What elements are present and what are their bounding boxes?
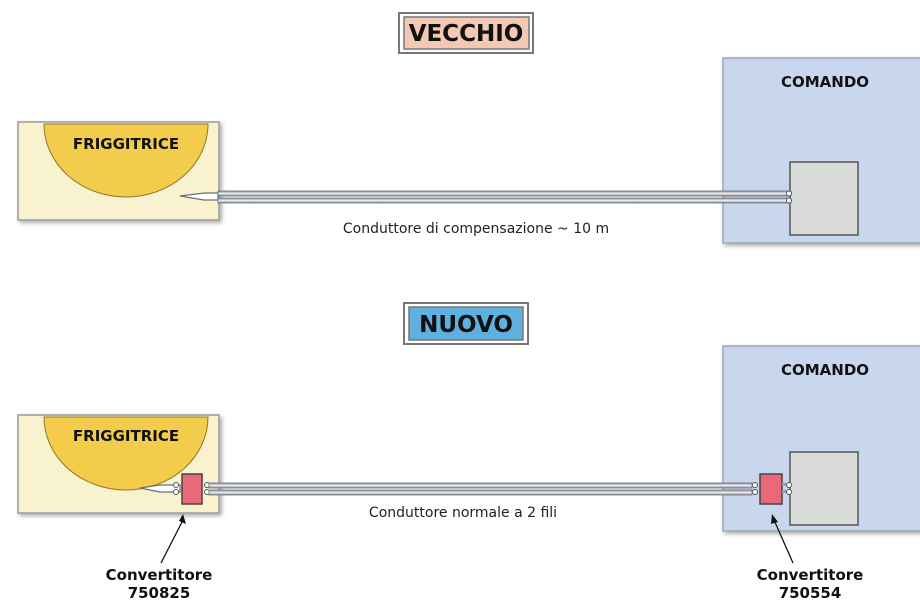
old-probe <box>179 192 219 201</box>
converter-left-callout: Convertitore 750825 <box>106 514 213 601</box>
new-cable <box>208 482 753 496</box>
converter-left-block <box>181 473 203 505</box>
new-section: NUOVO FRIGGITRICE COMANDO <box>17 302 920 601</box>
old-title-fill <box>403 16 530 50</box>
arrow-icon <box>771 514 778 524</box>
old-fryer: FRIGGITRICE <box>17 121 220 221</box>
old-fryer-dome <box>43 123 209 198</box>
old-title: VECCHIO <box>409 21 524 47</box>
old-cable-label: Conduttore di compensazione ~ 10 m <box>343 221 609 237</box>
new-control-module <box>789 451 859 526</box>
arrow-icon <box>179 514 186 524</box>
converter-left-code: 750825 <box>128 584 191 601</box>
new-cable-label: Conduttore normale a 2 fili <box>369 505 557 521</box>
old-fryer-label: FRIGGITRICE <box>73 135 179 153</box>
old-section: VECCHIO FRIGGITRICE COMANDO Conduttore d… <box>17 12 920 244</box>
new-fryer: FRIGGITRICE <box>17 414 220 514</box>
new-fryer-dome <box>43 416 209 491</box>
old-cable <box>217 190 792 204</box>
converter-left-name: Convertitore <box>106 566 213 584</box>
converter-right-block <box>759 473 783 505</box>
converter-right-name: Convertitore <box>757 566 864 584</box>
new-title: NUOVO <box>419 312 513 338</box>
new-control-label: COMANDO <box>781 361 869 379</box>
new-title-badge: NUOVO <box>403 302 529 345</box>
old-title-badge: VECCHIO <box>398 12 534 54</box>
new-probe <box>139 484 181 493</box>
new-fryer-label: FRIGGITRICE <box>73 427 179 445</box>
new-control: COMANDO <box>722 345 920 532</box>
converter-right-code: 750554 <box>779 584 842 601</box>
old-control-label: COMANDO <box>781 73 869 91</box>
old-control: COMANDO <box>722 57 920 244</box>
old-control-module <box>789 161 859 236</box>
new-title-fill <box>408 306 524 341</box>
converter-right-callout: Convertitore 750554 <box>757 514 864 601</box>
